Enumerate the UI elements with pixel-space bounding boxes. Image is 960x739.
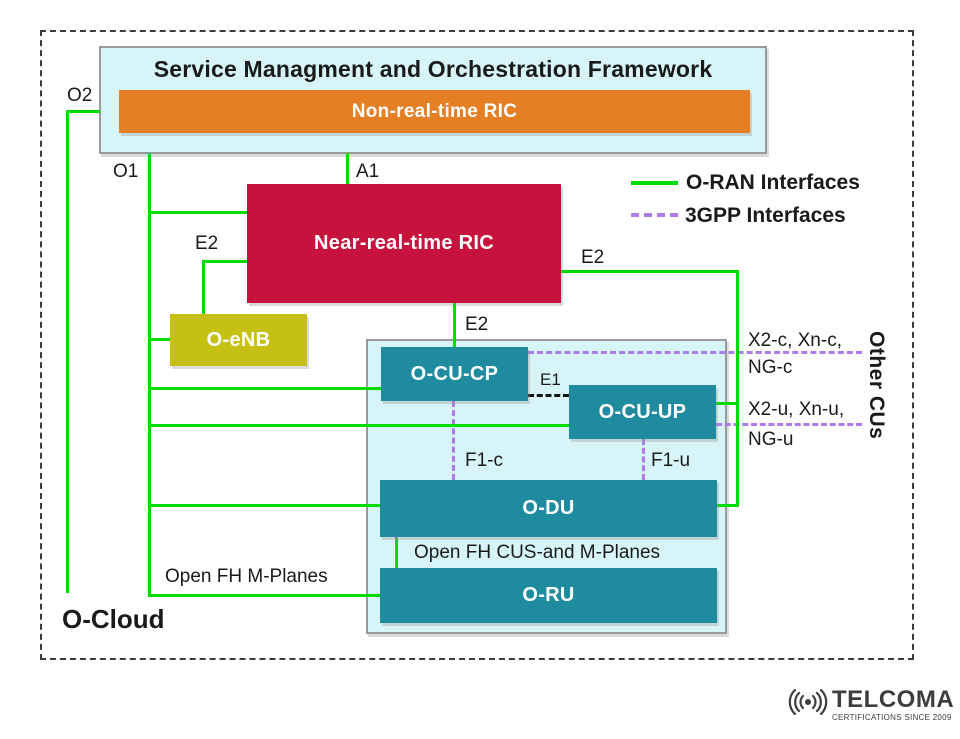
smo-framework-title: Service Managment and Orchestration Fram…	[153, 56, 713, 82]
o1-to-ric-line	[148, 211, 248, 214]
ocuup-right-line	[716, 402, 739, 405]
legend-3gpp-label: 3GPP Interfaces	[685, 204, 846, 227]
near-real-time-ric-label: Near-real-time RIC	[314, 232, 494, 254]
e1-label: E1	[540, 370, 561, 389]
e2-mid-line	[453, 303, 456, 349]
o-ru-box: O-RU	[380, 568, 717, 623]
non-real-time-ric-box: Non-real-time RIC	[119, 90, 750, 133]
e2-left-line-horizontal	[202, 260, 248, 263]
e1-line	[528, 394, 569, 397]
radio-waves-icon	[788, 685, 828, 724]
o1-to-oenb-line	[148, 338, 171, 341]
x2c-xnc-ngc-line	[528, 351, 862, 354]
near-real-time-ric-box: Near-real-time RIC	[247, 184, 561, 303]
f1-c-label: F1-c	[465, 450, 503, 471]
e2-left-line-vertical	[202, 260, 205, 315]
f1-u-label: F1-u	[651, 450, 691, 471]
open-fh-m-line	[148, 594, 381, 597]
o-du-box: O-DU	[380, 480, 717, 537]
non-real-time-ric-label: Non-real-time RIC	[351, 100, 518, 122]
o2-label: O2	[67, 85, 93, 106]
a1-line	[346, 154, 349, 185]
telcoma-brand-text: TELCOMA	[832, 685, 955, 713]
o-cu-up-label: O-CU-UP	[598, 400, 687, 423]
o1-to-ocucp-line	[148, 387, 382, 390]
e2-left-label: E2	[195, 233, 219, 254]
odu-right-line	[716, 504, 739, 507]
a1-label: A1	[356, 161, 380, 182]
e2-right-line-horizontal	[561, 270, 739, 273]
e2-right-label: E2	[581, 247, 605, 268]
legend-oran-label: O-RAN Interfaces	[686, 171, 860, 194]
o-cloud-label: O-Cloud	[62, 604, 165, 634]
f1-u-line	[642, 439, 645, 480]
o-cu-cp-label: O-CU-CP	[410, 362, 499, 385]
o-cu-up-box: O-CU-UP	[569, 385, 716, 439]
o-cu-cp-box: O-CU-CP	[381, 347, 528, 401]
legend-3gpp-swatch	[631, 213, 678, 217]
telcoma-tagline-text: CERTIFICATIONS SINCE 2009	[832, 713, 952, 723]
ng-c-label: NG-c	[748, 357, 793, 378]
o1-label: O1	[113, 161, 139, 182]
diagram-border	[40, 30, 914, 660]
x2u-xnu-ngu-line	[716, 423, 862, 426]
o1-to-odu-line	[148, 504, 381, 507]
o-ru-label: O-RU	[522, 584, 575, 606]
e2-mid-label: E2	[465, 314, 489, 335]
o2-line-vertical	[66, 110, 69, 593]
open-fh-cus-label: Open FH CUS-and M-Planes	[414, 542, 661, 563]
telcoma-logo: TELCOMA CERTIFICATIONS SINCE 2009	[788, 685, 954, 724]
o-du-label: O-DU	[522, 497, 575, 519]
e2-right-line-vertical	[736, 270, 739, 507]
x2u-xnu-label: X2-u, Xn-u,	[748, 399, 845, 420]
o1-to-ocuup-line	[148, 424, 570, 427]
o2-line-horizontal	[66, 110, 100, 113]
o1-line-vertical	[148, 154, 151, 597]
x2c-xnc-label: X2-c, Xn-c,	[748, 330, 842, 351]
legend-oran-swatch	[631, 181, 678, 185]
other-cus-label: Other CUs	[865, 331, 888, 440]
open-fh-m-label: Open FH M-Planes	[165, 566, 328, 587]
open-fh-cus-line	[395, 537, 398, 568]
o-enb-label: O-eNB	[206, 328, 271, 351]
ng-u-label: NG-u	[748, 429, 794, 450]
o-enb-box: O-eNB	[170, 314, 307, 366]
f1-c-line	[452, 401, 455, 480]
